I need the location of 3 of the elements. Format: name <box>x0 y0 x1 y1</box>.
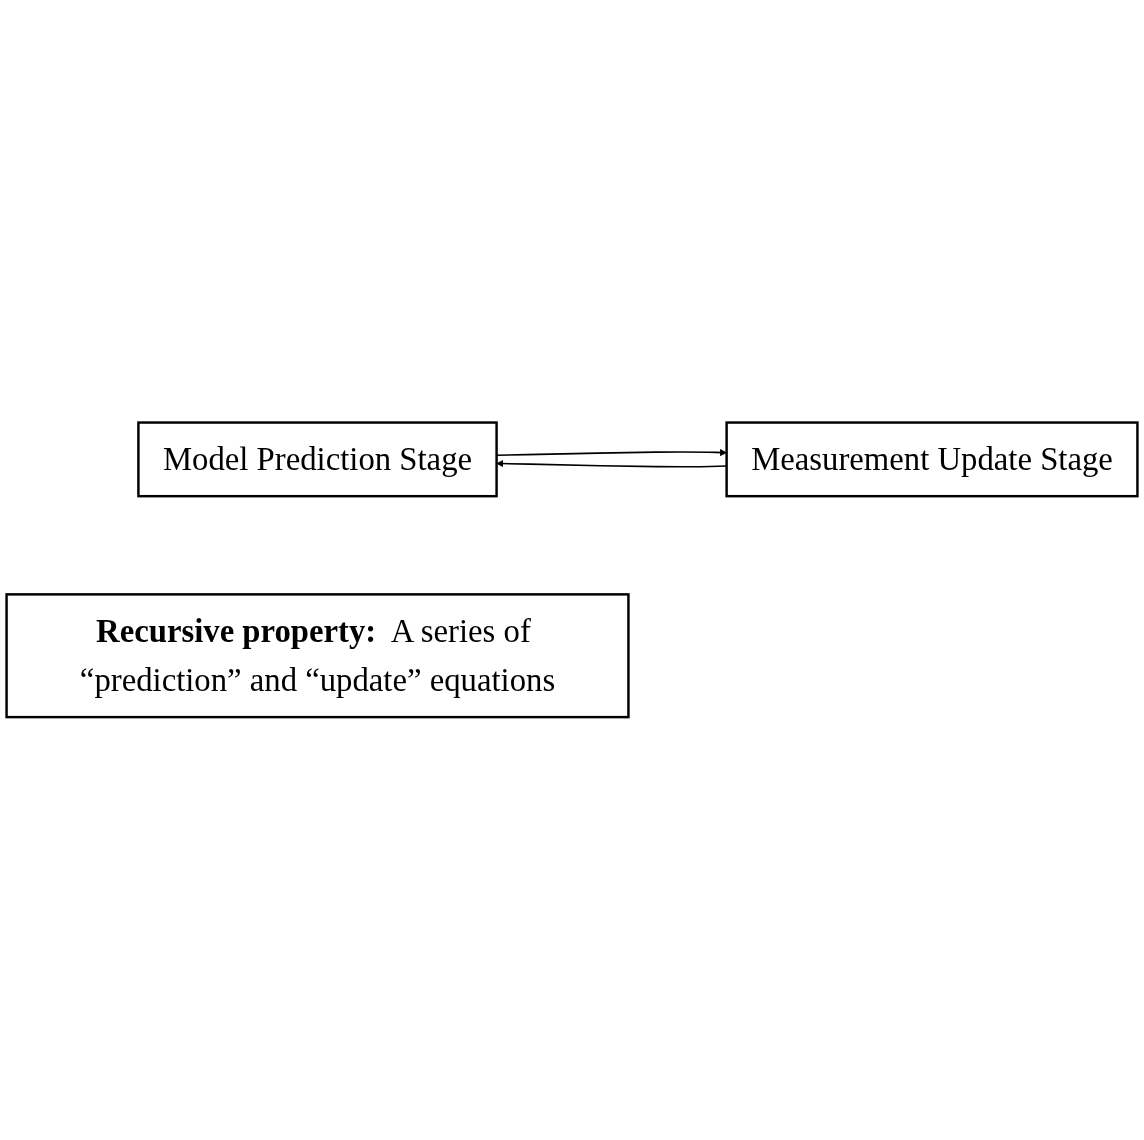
node-box: Recursive property: A series of “prediction” and “update” equations <box>5 593 630 719</box>
node-box: Measurement Update Stage <box>725 421 1139 498</box>
node-box: Model Prediction Stage <box>137 421 498 498</box>
